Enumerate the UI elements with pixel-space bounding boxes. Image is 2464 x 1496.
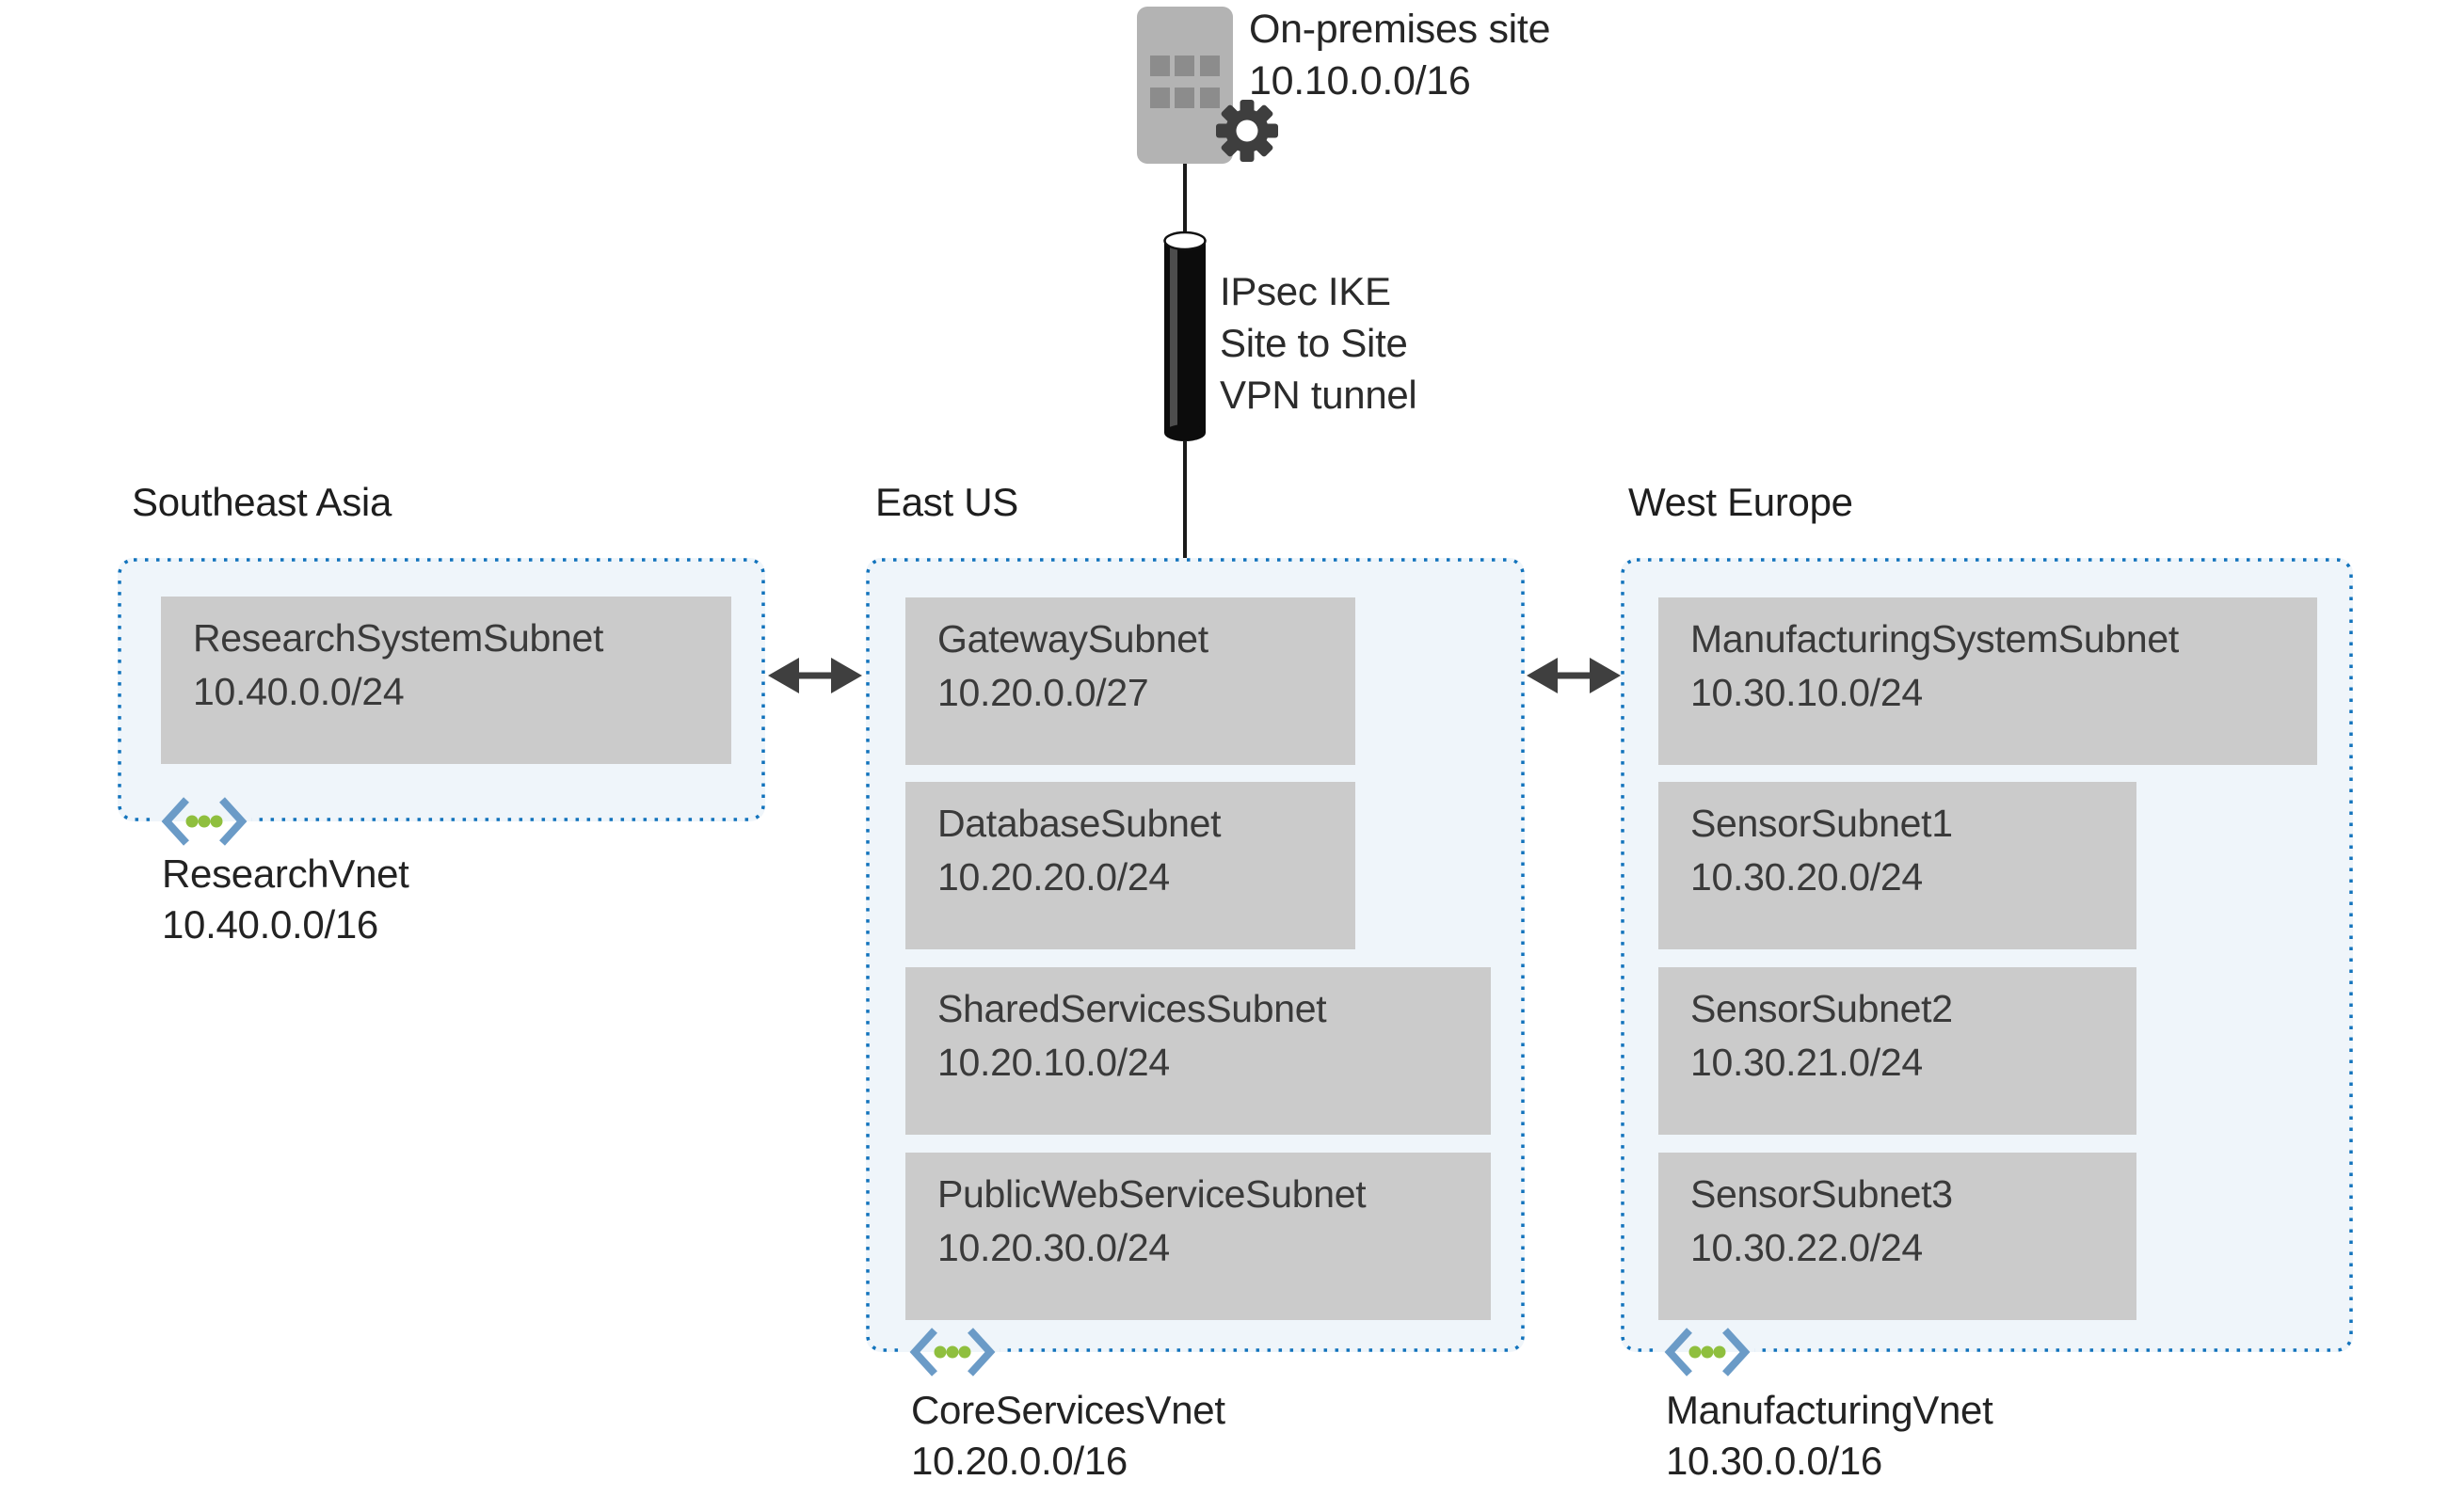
subnet-name: SensorSubnet3: [1690, 1172, 1953, 1216]
vnet-dot: [185, 815, 199, 828]
vnet-bracket-right: [219, 797, 248, 846]
vnet-name: ResearchVnet: [162, 851, 409, 896]
subnet-box-gatewaysubnet: GatewaySubnet 10.20.0.0/27: [905, 597, 1355, 765]
vnet-label-researchvnet: ResearchVnet 10.40.0.0/16: [162, 849, 409, 950]
subnet-cidr: 10.40.0.0/24: [193, 670, 405, 713]
subnet-box-manufacturingsystemsubnet: ManufacturingSystemSubnet 10.30.10.0/24: [1658, 597, 2317, 765]
subnet-cidr: 10.20.30.0/24: [937, 1226, 1170, 1269]
vnet-name: CoreServicesVnet: [911, 1388, 1225, 1432]
vnet-dot: [1688, 1345, 1702, 1359]
vpn-label-line-2: Site to Site: [1220, 321, 1408, 365]
vnet-label-coreservicesvnet: CoreServicesVnet 10.20.0.0/16: [911, 1385, 1225, 1487]
subnet-cidr: 10.30.22.0/24: [1690, 1226, 1923, 1269]
subnet-cidr: 10.30.21.0/24: [1690, 1041, 1923, 1084]
region-box-east-us: GatewaySubnet 10.20.0.0/27 DatabaseSubne…: [866, 558, 1525, 1380]
gear-icon: [1216, 100, 1278, 162]
subnet-cidr: 10.20.0.0/27: [937, 671, 1149, 714]
building-window: [1150, 56, 1170, 76]
double-arrow-icon: [1527, 658, 1621, 693]
vnet-dot: [210, 815, 223, 828]
region-label-east-us: East US: [875, 480, 1018, 524]
subnet-name: SensorSubnet2: [1690, 987, 1953, 1030]
region-box-west-europe: ManufacturingSystemSubnet 10.30.10.0/24 …: [1621, 558, 2353, 1380]
vnet-dot: [958, 1345, 971, 1359]
subnet-cidr: 10.30.10.0/24: [1690, 671, 1923, 714]
on-premises-title: On-premises site: [1249, 7, 1551, 52]
subnet-box-publicwebservicesubnet: PublicWebServiceSubnet 10.20.30.0/24: [905, 1153, 1491, 1320]
connector-line-lower: [1183, 440, 1187, 559]
vnet-dot: [934, 1345, 947, 1359]
connector-line-upper: [1183, 164, 1187, 237]
vnet-bracket-right: [1722, 1328, 1751, 1377]
vnet-bracket-left: [161, 797, 189, 846]
vpn-tunnel-cylinder-icon: [1163, 231, 1207, 441]
building-window: [1175, 88, 1194, 108]
subnet-box-databasesubnet: DatabaseSubnet 10.20.20.0/24: [905, 782, 1355, 949]
region-label-southeast-asia: Southeast Asia: [132, 480, 392, 524]
subnet-cidr: 10.20.20.0/24: [937, 855, 1170, 899]
on-premises-cidr: 10.10.0.0/16: [1249, 58, 1471, 103]
subnet-cidr: 10.30.20.0/24: [1690, 855, 1923, 899]
subnet-name: ResearchSystemSubnet: [193, 616, 604, 660]
vnet-dot: [198, 815, 211, 828]
building-icon: [1137, 7, 1233, 164]
vnet-dot: [946, 1345, 959, 1359]
region-box-southeast-asia: ResearchSystemSubnet 10.40.0.0/24: [118, 558, 765, 850]
subnet-box-sensorsubnet3: SensorSubnet3 10.30.22.0/24: [1658, 1153, 2136, 1320]
on-premises-label: On-premises site 10.10.0.0/16: [1249, 4, 1550, 107]
vnet-icon: [157, 793, 251, 850]
vnet-dot: [1701, 1345, 1714, 1359]
vnet-bracket-left: [1664, 1328, 1692, 1377]
subnet-box-sensorsubnet2: SensorSubnet2 10.30.21.0/24: [1658, 967, 2136, 1135]
vpn-label-line-1: IPsec IKE: [1220, 269, 1391, 313]
vnet-dot: [1713, 1345, 1726, 1359]
vnet-cidr: 10.40.0.0/16: [162, 902, 378, 947]
subnet-box-sharedservicessubnet: SharedServicesSubnet 10.20.10.0/24: [905, 967, 1491, 1135]
vnet-bracket-left: [909, 1328, 937, 1377]
building-window: [1200, 88, 1220, 108]
vnet-name: ManufacturingVnet: [1666, 1388, 1993, 1432]
subnet-name: GatewaySubnet: [937, 617, 1208, 660]
vpn-tunnel-label: IPsec IKE Site to Site VPN tunnel: [1220, 265, 1417, 421]
region-border: [866, 558, 1525, 1352]
region-border: [1621, 558, 2353, 1352]
vnet-cidr: 10.30.0.0/16: [1666, 1439, 1882, 1483]
vpn-label-line-3: VPN tunnel: [1220, 373, 1417, 417]
subnet-cidr: 10.20.10.0/24: [937, 1041, 1170, 1084]
subnet-name: ManufacturingSystemSubnet: [1690, 617, 2179, 660]
building-window: [1200, 56, 1220, 76]
region-label-west-europe: West Europe: [1628, 480, 1853, 524]
subnet-name: DatabaseSubnet: [937, 802, 1222, 845]
region-border: [118, 558, 765, 821]
vnet-bracket-right: [968, 1328, 996, 1377]
subnet-box-sensorsubnet1: SensorSubnet1 10.30.20.0/24: [1658, 782, 2136, 949]
subnet-box-researchsystemsubnet: ResearchSystemSubnet 10.40.0.0/24: [161, 597, 731, 764]
vnet-cidr: 10.20.0.0/16: [911, 1439, 1128, 1483]
building-window: [1175, 56, 1194, 76]
building-window: [1150, 88, 1170, 108]
vnet-icon: [905, 1324, 1000, 1380]
vnet-icon: [1660, 1324, 1754, 1380]
subnet-name: SharedServicesSubnet: [937, 987, 1327, 1030]
subnet-name: PublicWebServiceSubnet: [937, 1172, 1367, 1216]
subnet-name: SensorSubnet1: [1690, 802, 1953, 845]
double-arrow-icon: [768, 658, 862, 693]
vnet-label-manufacturingvnet: ManufacturingVnet 10.30.0.0/16: [1666, 1385, 1993, 1487]
